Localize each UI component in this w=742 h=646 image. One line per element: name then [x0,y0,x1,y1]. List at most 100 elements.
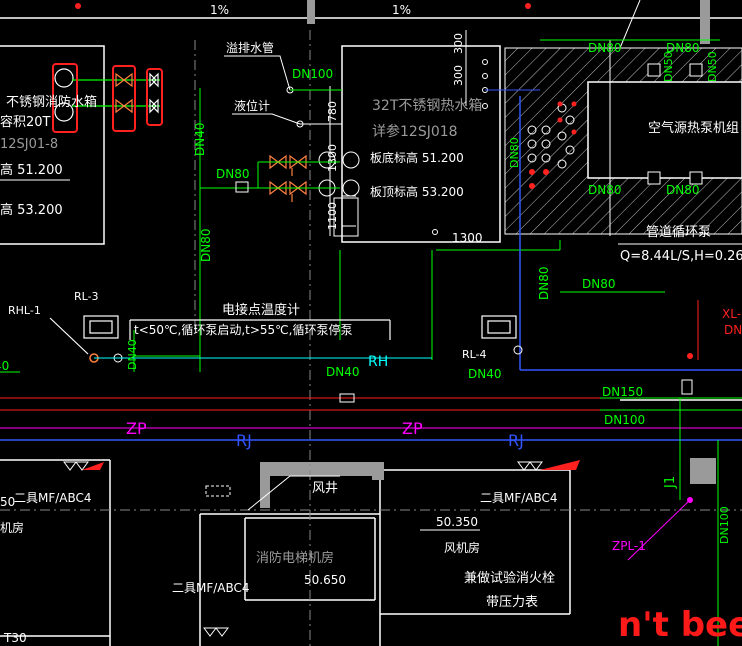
test-hydrant-label: 兼做试验消火栓 [464,570,555,586]
overlay-text: n't bee [618,605,742,645]
left-tank-line3: 12SJ01-8 [0,137,58,152]
line-rj-1: RJ [236,431,252,450]
tank-32t-fittings [318,59,540,237]
tank-32t-title: 32T不锈钢热水箱 [372,98,482,114]
tag-xl1: XL-1 [722,307,742,321]
dim-300-top: 300 [452,33,465,54]
pipe-dn50-1: DN50 [662,51,675,82]
ext-mid: 二具MF/ABC4 [480,491,558,505]
pressure-gauge-label: 带压力表 [486,595,538,610]
pipe-dn80-vert3: DN80 [537,267,551,301]
pipe-dn80-top2: DN80 [666,41,700,55]
tank-32t-width: 1300 [452,231,483,245]
pipe-dn80-inlet: DN80 [216,167,250,181]
slope-right: 1% [392,3,411,17]
fire-elevator-level: 50.650 [304,573,346,587]
control-boxes [49,315,517,355]
pipe-dn100-h: DN100 [604,413,645,427]
flow-label: Q=8.44L/S,H=0.26MP [620,249,742,264]
pump-valves-red [529,101,577,189]
room-left-level: 50 [0,495,15,509]
left-tank-line2: 容积20T [0,114,51,130]
blue-pipes [0,96,742,441]
tank-32t [341,45,501,243]
bottom-left-label: T30 [3,631,27,645]
tag-zpl1: ZPL-1 [612,539,646,553]
inlet-valves [269,154,307,202]
tank-32t-detail: 详参12SJ018 [372,123,458,140]
dim-1100: 1100 [326,202,339,230]
pipe-dn100-v: DN100 [718,506,731,544]
leader-lines [224,55,342,128]
rl4-valve [513,345,523,355]
line-zp-1: ZP [126,419,147,438]
extinguisher-red-2 [540,460,580,470]
extinguisher-symbols [63,461,543,637]
highlight-box-2 [112,65,136,132]
pipe-dn40-rl4: DN40 [468,367,502,381]
rh-label: RH [368,354,388,370]
pipe-dn80-vert: DN80 [199,229,213,263]
line-rj-2: RJ [508,431,524,450]
fire-elevator-room: 消防电梯机房 [256,550,334,566]
circulating-pump-label: 管道循环泵 [646,225,711,240]
pipe-dn40-rh: DN40 [326,365,360,379]
riser-box [690,458,716,484]
fan-room-label: 风机房 [444,540,480,555]
left-tank-line1: 不锈钢消防水箱 [6,94,97,110]
dim-300-mid: 300 [452,65,465,86]
highlight-box-1 [52,63,78,133]
pipe-dn100: DN100 [292,67,333,81]
pipe-dn40-vert: DN40 [193,123,207,157]
slope-left: 1% [210,3,229,17]
highlight-box-3 [146,68,163,126]
dashed-grid [0,30,742,646]
fan-shaft-wall-left [260,462,270,508]
tank-32t-bottom: 板底标高 51.200 [370,150,464,165]
left-tank-line5: 高 53.200 [0,202,63,218]
control-rule: t<50℃,循环泵启动,t>55℃,循环泵停泵 [134,322,352,337]
fan-shaft-wall [262,462,384,476]
pump-connectors [647,63,703,185]
green-pipes [0,39,720,373]
zpl1-node [687,497,693,503]
left-tank-line4: 高 51.200 [0,162,63,178]
heat-pump-unit [587,81,742,179]
ext-left: 二具MF/ABC4 [14,491,92,505]
fan-shaft-label: 风井 [312,481,338,496]
label-level-gauge: 液位计 [234,98,270,113]
fan-room-level: 50.350 [436,515,478,529]
main-runs [0,379,742,429]
thermometer-label: 电接点温度计 [222,302,300,318]
pipe-dn150: DN150 [602,385,643,399]
pipe-dn80-mid: DN80 [582,277,616,291]
tag-rhl1: RHL-1 [8,304,41,317]
pipe-dn40-left: 40 [0,359,9,373]
tag-rl3: RL-3 [74,290,99,303]
marker-dot-2 [525,3,531,9]
fan-shaft-leader [247,475,340,511]
line-zp-2: ZP [402,419,423,438]
fan-shaft-damper [205,485,231,497]
right-risers [627,300,719,646]
tag-rl4: RL-4 [462,348,487,361]
extinguisher-red-1 [82,462,104,470]
ext-bottom: 二具MF/ABC4 [172,581,250,595]
pipe-dn80-top1: DN80 [588,41,622,55]
pipe-dn80-bot1: DN80 [588,183,622,197]
room-left: 机房 [0,520,24,535]
check-valve [235,181,249,193]
marker-dot-1 [75,3,81,9]
dim-780: 780 [326,101,339,122]
tag-xl-dn: DN1 [724,323,742,337]
pipe-dn40-rl3: DN40 [126,339,139,370]
xl1-node [687,353,693,359]
valve-symbols-left [115,72,159,114]
pipe-dn80-vert2: DN80 [508,137,521,168]
pipe-dn80-bot2: DN80 [666,183,700,197]
label-overflow-pipe: 溢排水管 [226,40,274,55]
heat-pump-label: 空气源热泵机组 [648,120,739,136]
dim-1300: 1300 [326,144,339,172]
